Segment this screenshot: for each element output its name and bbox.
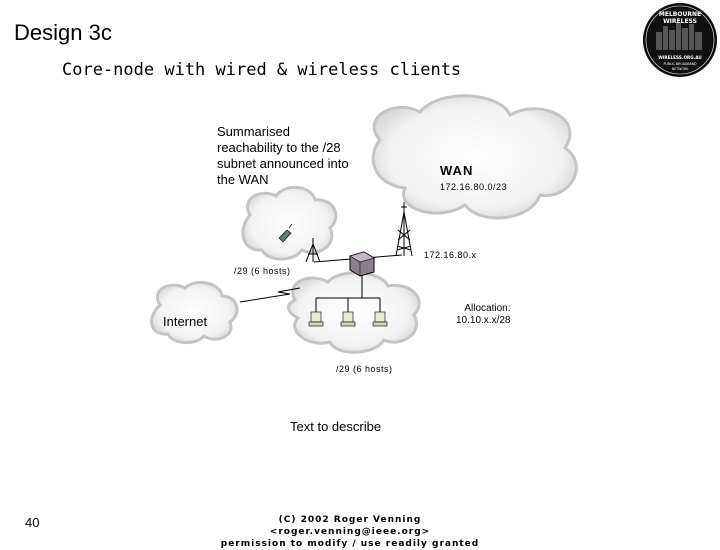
core-router: [349, 251, 375, 277]
wired-host-3: [372, 311, 388, 327]
allocation-label: Allocation: 10.10.x.x/28: [456, 303, 510, 327]
wireless-client-device: [278, 223, 293, 243]
logo-line1: MELBOURNE: [659, 11, 701, 18]
slide-title: Design 3c: [14, 20, 112, 45]
wan-label: WAN: [440, 163, 474, 178]
footer-line: (C) 2002 Roger Venning <roger.venning@ie…: [269, 515, 431, 537]
allocation-line: Allocation:: [464, 303, 511, 314]
wan-prefix-label: 172.16.80.0/23: [440, 182, 508, 192]
note-line: Summarised: [217, 124, 290, 139]
wired-host-2: [340, 311, 356, 327]
wired-hosts-label: /29 (6 hosts): [336, 364, 393, 374]
note-line: the WAN: [217, 172, 269, 187]
note-line: subnet announced into: [217, 156, 349, 171]
summarised-reachability-note: Summarised reachability to the /28 subne…: [217, 124, 377, 188]
node-ip-label: 172.16.80.x: [424, 250, 477, 260]
page-number: 40: [25, 515, 40, 530]
wired-host-1: [308, 311, 324, 327]
logo-line2: WIRELESS: [663, 18, 697, 25]
internet-label: Internet: [163, 314, 208, 329]
logo-tagline2: NETWORK: [672, 67, 689, 71]
copyright-footer: (C) 2002 Roger Venning <roger.venning@ie…: [200, 514, 500, 550]
wired-hosts-cloud: [287, 271, 421, 354]
wireless-hosts-label: /29 (6 hosts): [234, 266, 291, 276]
slide-subtitle: Core-node with wired & wireless clients: [62, 60, 462, 80]
internet-cloud: [150, 280, 239, 344]
wireless-antenna: [305, 238, 321, 263]
wan-antenna-tower: [395, 202, 413, 257]
allocation-line: 10.10.x.x/28: [456, 315, 511, 326]
describe-placeholder: Text to describe: [290, 419, 382, 434]
note-line: reachability to the /28: [217, 140, 341, 155]
logo-url: WIRELESS.ORG.AU: [658, 55, 702, 60]
wireless-client-cloud: [241, 185, 338, 261]
wan-cloud: [371, 94, 578, 220]
logo-tagline1: PUBLIC BROADBAND: [663, 62, 697, 66]
melbourne-wireless-logo: MELBOURNE WIRELESS WIRELESS.ORG.AU PUBLI…: [643, 3, 717, 77]
